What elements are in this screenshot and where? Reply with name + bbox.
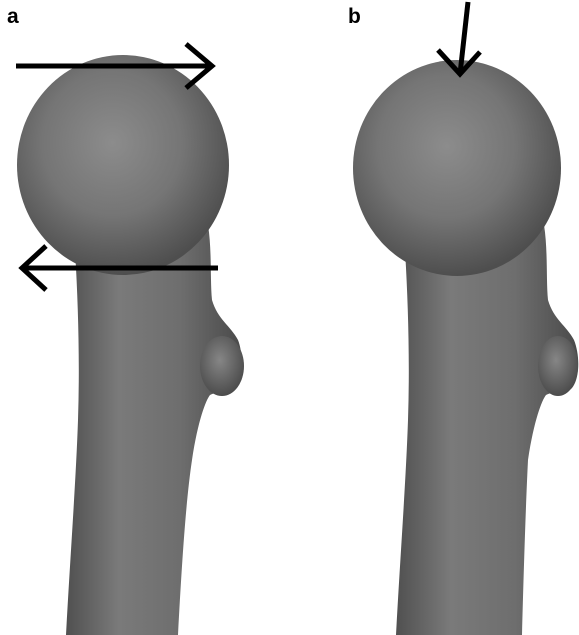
femur-shaft	[396, 224, 578, 635]
femur-shaft	[66, 224, 241, 635]
panel-label: a	[7, 6, 19, 27]
femur-model-a	[0, 0, 290, 635]
panel-a: a	[0, 0, 290, 635]
panel-b: b	[290, 0, 579, 635]
femur-model-b	[290, 0, 579, 635]
trochanter	[200, 336, 244, 396]
trochanter	[538, 336, 578, 396]
femoral-head	[17, 55, 229, 275]
panel-label: b	[348, 6, 361, 27]
femoral-head	[353, 60, 561, 276]
